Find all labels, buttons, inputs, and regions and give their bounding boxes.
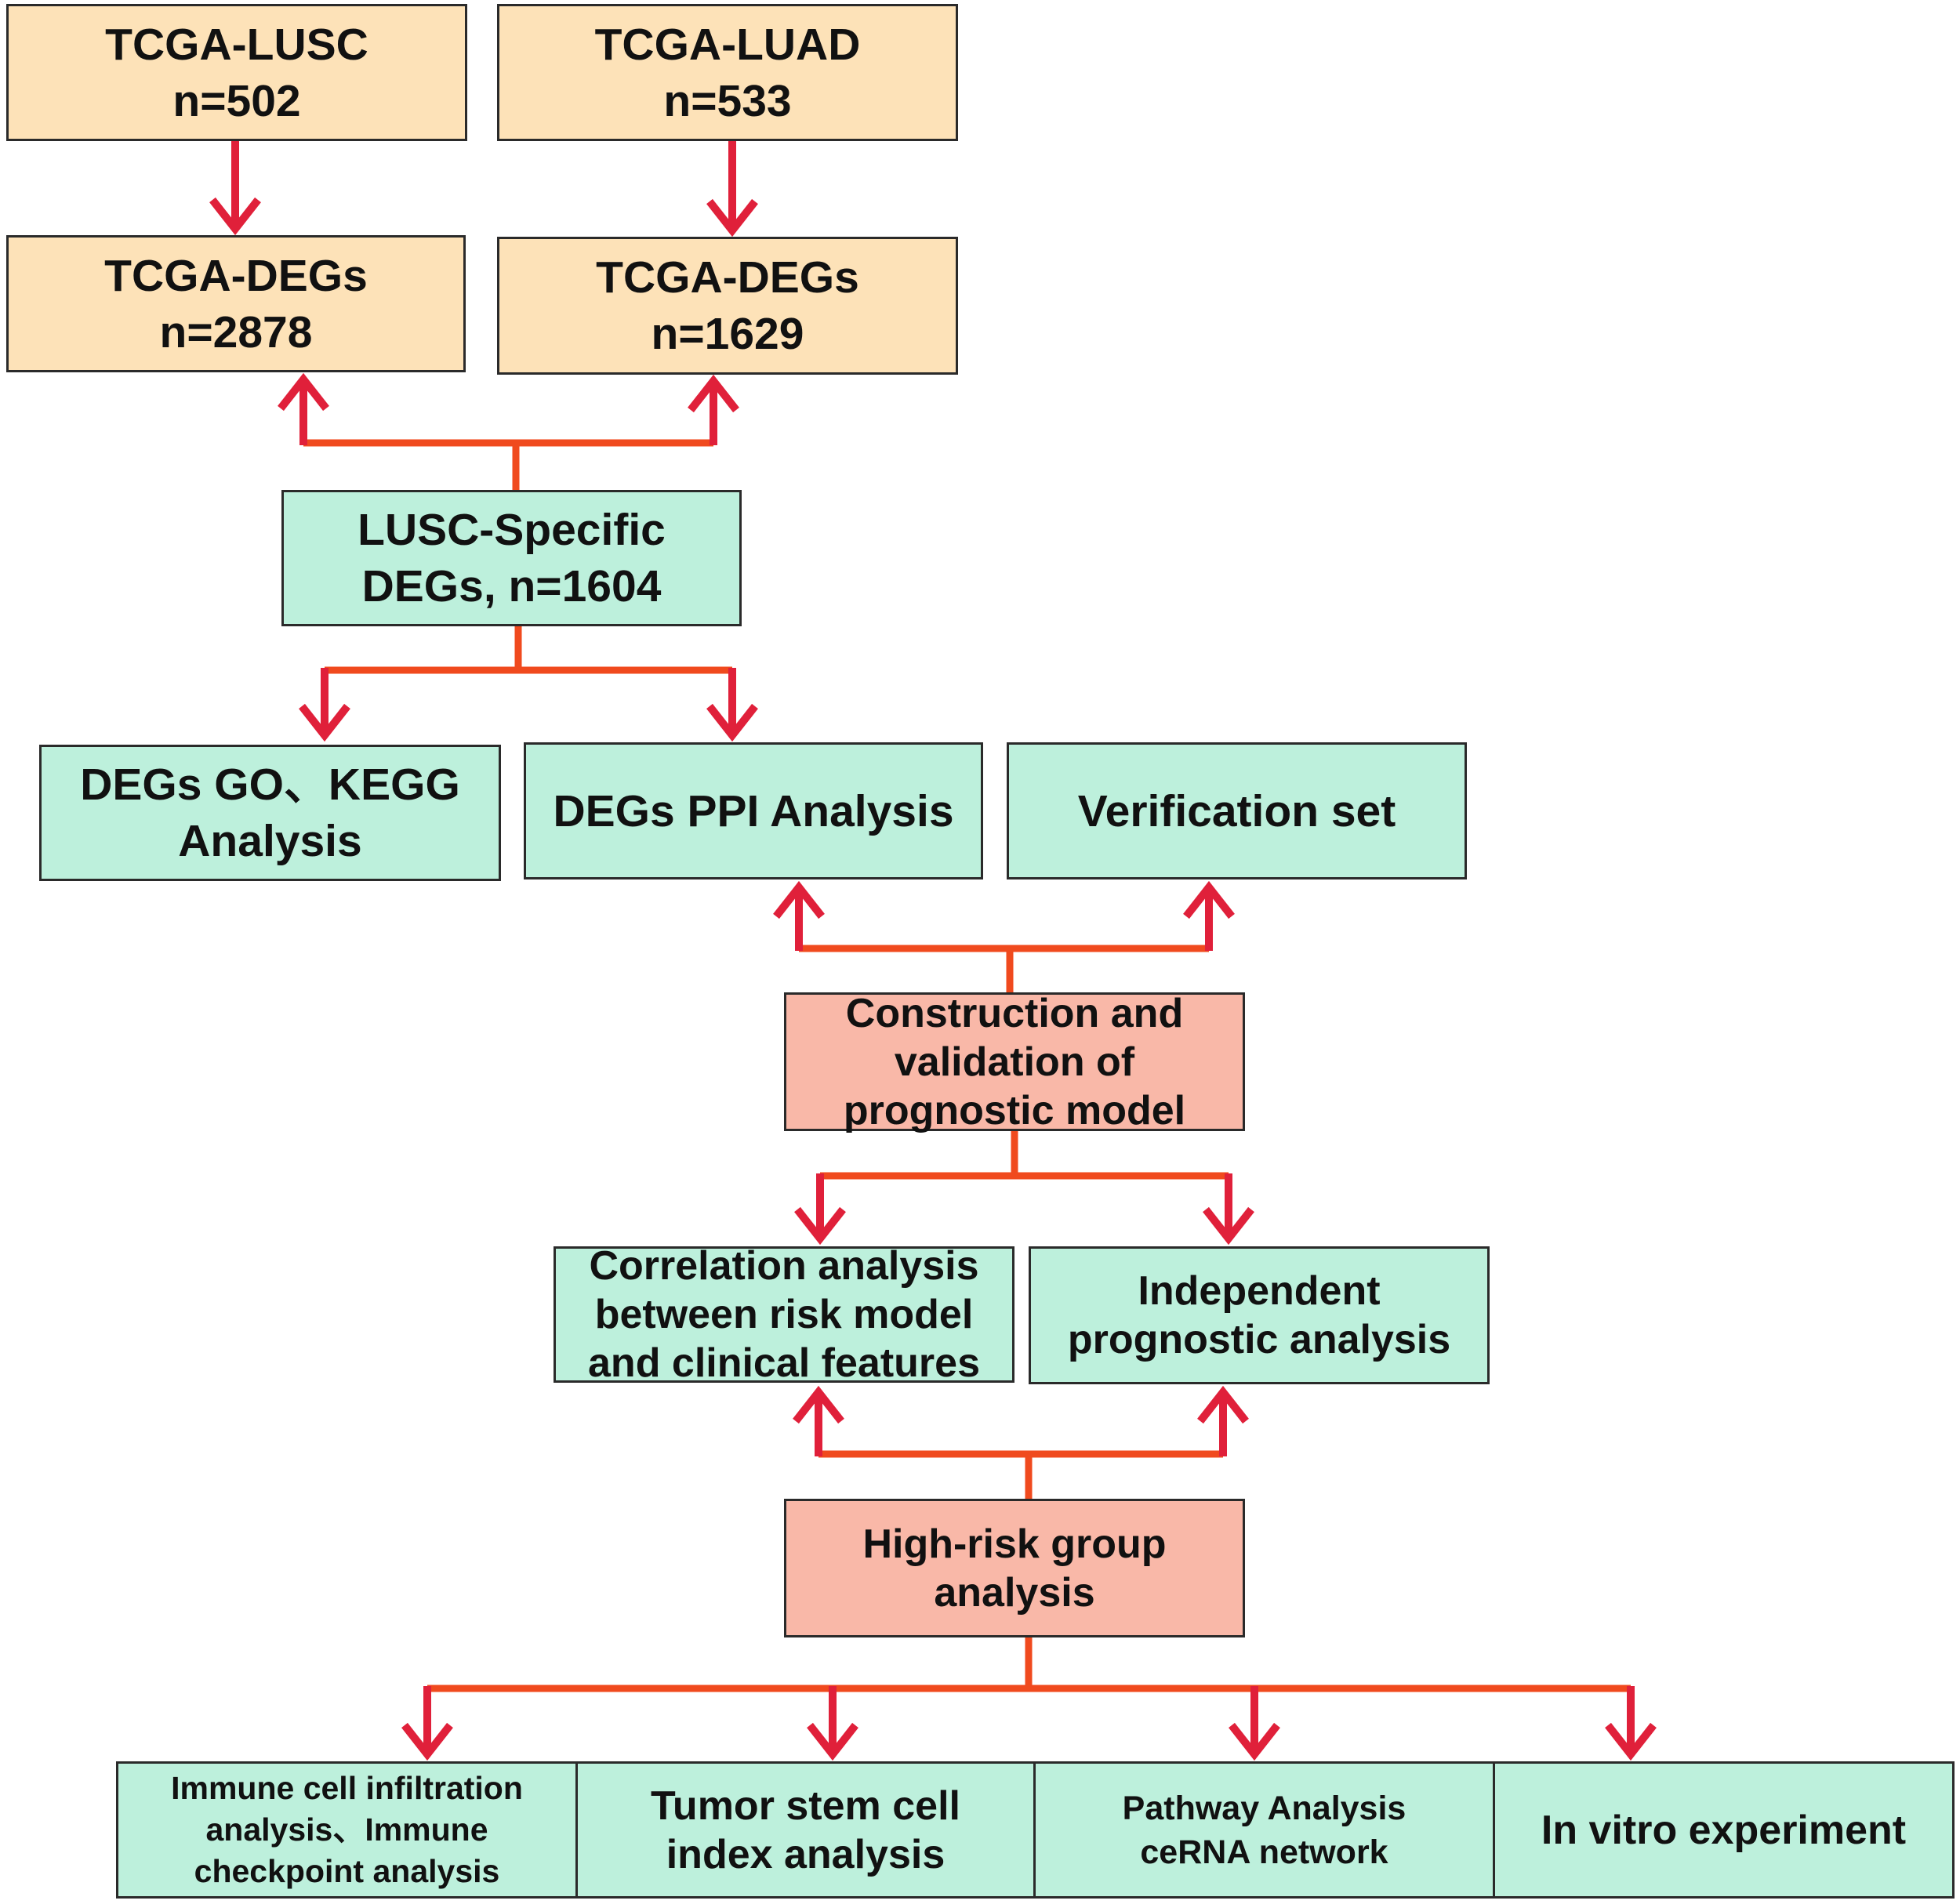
- in-vitro-experiment-box: In vitro experiment: [1493, 1761, 1955, 1899]
- ppi-analysis-box: DEGs PPI Analysis: [524, 742, 983, 879]
- box-line: and clinical features: [588, 1340, 980, 1386]
- box-line: TCGA-DEGs: [596, 252, 859, 303]
- box-line: DEGs GO、KEGG: [80, 760, 460, 810]
- box-line: analysis、Immune: [205, 1812, 488, 1848]
- independent-prognostic-box: Independent prognostic analysis: [1029, 1246, 1490, 1384]
- prognostic-model-box: Construction and validation of prognosti…: [784, 990, 1245, 1133]
- box-line: Correlation analysis: [589, 1243, 979, 1289]
- box-line: High-risk group: [862, 1521, 1167, 1567]
- box-line: prognostic analysis: [1067, 1317, 1451, 1362]
- box-line: TCGA-DEGs: [104, 250, 368, 301]
- box-line: index analysis: [666, 1831, 946, 1877]
- tumor-stem-cell-box: Tumor stem cell index analysis: [575, 1761, 1036, 1899]
- arrowhead: [1203, 1206, 1254, 1246]
- box-line: Pathway Analysis: [1122, 1789, 1406, 1827]
- high-risk-group-box: High-risk group analysis: [784, 1499, 1245, 1637]
- box-line: n=2878: [159, 306, 313, 357]
- go-kegg-analysis-box: DEGs GO、KEGG Analysis: [39, 745, 501, 881]
- arrowhead: [773, 880, 825, 919]
- arrowhead: [706, 198, 758, 238]
- arrowhead: [209, 197, 261, 236]
- tcga-degs-lusc-box: TCGA-DEGs n=2878: [6, 235, 466, 372]
- box-line: Verification set: [1077, 785, 1396, 836]
- arrowhead: [706, 703, 758, 742]
- box-line: LUSC-Specific: [358, 505, 666, 555]
- box-line: validation of: [894, 1039, 1135, 1085]
- box-line: prognostic model: [843, 1087, 1186, 1133]
- box-line: TCGA-LUSC: [105, 19, 368, 70]
- arrowhead: [401, 1722, 453, 1761]
- arrowhead: [278, 372, 329, 412]
- box-line: TCGA-LUAD: [594, 19, 861, 70]
- arrowhead: [807, 1722, 858, 1761]
- arrowhead: [1183, 880, 1235, 919]
- box-line: DEGs, n=1604: [361, 561, 662, 611]
- tcga-degs-luad-box: TCGA-DEGs n=1629: [497, 237, 958, 375]
- pathway-cerna-box: Pathway Analysis ceRNA network: [1033, 1761, 1495, 1899]
- box-line: n=502: [172, 75, 301, 126]
- box-line: analysis: [934, 1569, 1095, 1616]
- box-line: n=1629: [651, 309, 804, 359]
- arrowhead: [299, 703, 350, 742]
- verification-set-box: Verification set: [1007, 742, 1467, 879]
- arrowhead: [688, 374, 739, 413]
- tcga-lusc-box: TCGA-LUSC n=502: [6, 4, 467, 141]
- box-line: Tumor stem cell: [651, 1783, 960, 1829]
- box-line: In vitro experiment: [1541, 1807, 1907, 1853]
- arrowhead: [1197, 1385, 1249, 1424]
- immune-analysis-box: Immune cell infiltration analysis、Immune…: [116, 1761, 578, 1899]
- box-line: ceRNA network: [1140, 1833, 1388, 1871]
- tcga-luad-box: TCGA-LUAD n=533: [497, 4, 958, 141]
- box-line: Construction and: [845, 990, 1184, 1036]
- arrowhead: [1605, 1722, 1657, 1761]
- arrowhead: [793, 1385, 844, 1424]
- lusc-specific-degs-box: LUSC-Specific DEGs, n=1604: [281, 490, 742, 626]
- box-line: Independent: [1138, 1268, 1381, 1314]
- box-line: Analysis: [178, 816, 362, 866]
- box-line: Immune cell infiltration: [171, 1770, 523, 1806]
- arrowhead: [794, 1206, 846, 1246]
- arrowhead: [1229, 1722, 1280, 1761]
- box-line: DEGs PPI Analysis: [553, 785, 954, 836]
- box-line: between risk model: [594, 1292, 974, 1337]
- box-line: checkpoint analysis: [194, 1853, 500, 1889]
- box-line: n=533: [663, 75, 792, 126]
- correlation-analysis-box: Correlation analysis between risk model …: [554, 1243, 1014, 1386]
